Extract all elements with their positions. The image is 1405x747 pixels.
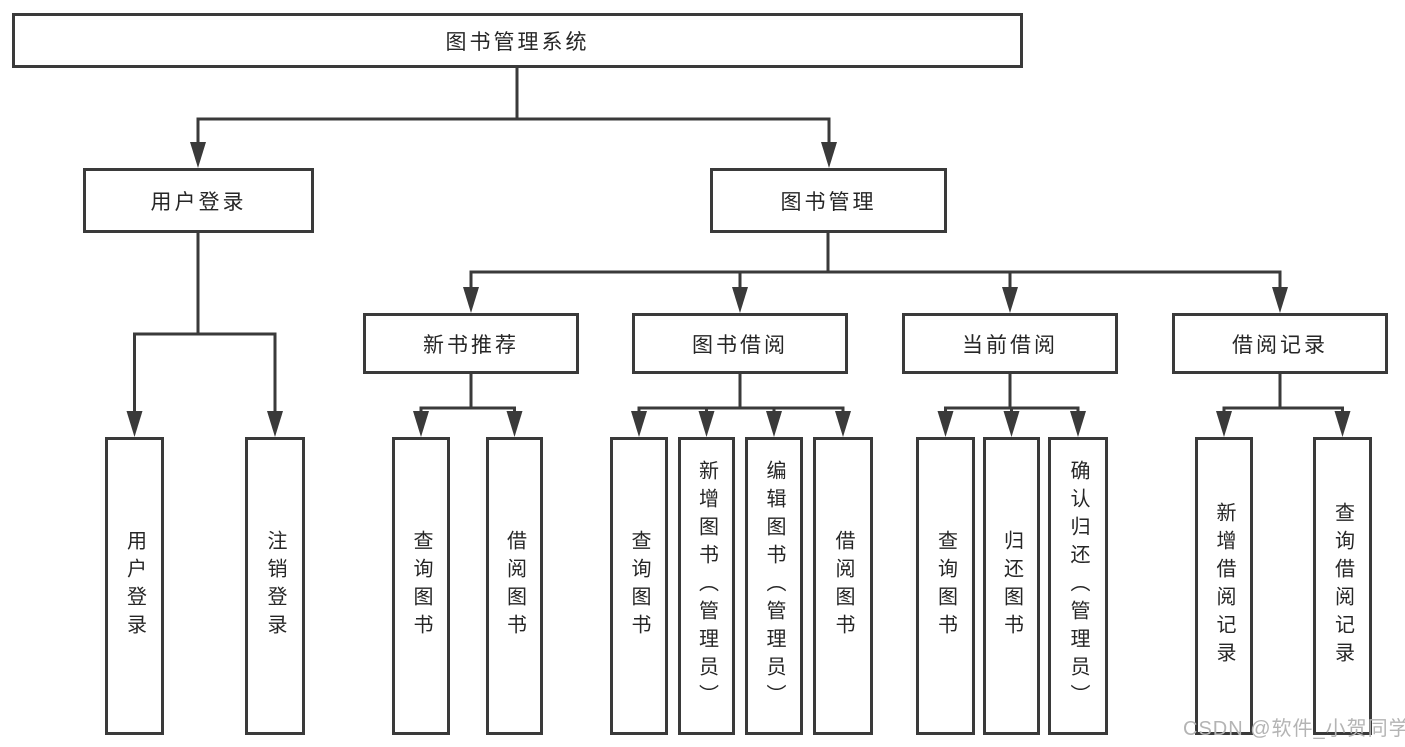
- node-label: 图书管理: [780, 190, 877, 214]
- node-user-login: 用户登录: [83, 168, 314, 233]
- connector-borrow-records-distributor: [1222, 406, 1344, 420]
- node-label: 确认归还（管理员）: [1067, 460, 1089, 712]
- arrowhead-icon: [126, 411, 143, 437]
- node-label: 新增图书（管理员）: [695, 460, 718, 712]
- node-label: 用户登录: [150, 190, 247, 214]
- leaf-borrow-add-book: 新增图书（管理员）: [678, 437, 735, 735]
- leaf-current-confirm-return: 确认归还（管理员）: [1048, 437, 1108, 735]
- arrowhead-icon: [1003, 411, 1020, 437]
- node-label: 查询图书: [934, 530, 957, 642]
- node-label: 当前借阅: [962, 333, 1058, 357]
- node-label: 归还图书: [1000, 530, 1023, 642]
- arrowhead-icon: [506, 411, 523, 437]
- node-label: 图书管理系统: [445, 30, 590, 54]
- leaf-user-login: 用户登录: [105, 437, 164, 735]
- node-system-root: 图书管理系统: [12, 13, 1023, 68]
- arrowhead-icon: [732, 287, 748, 313]
- leaf-records-query: 查询借阅记录: [1313, 437, 1372, 735]
- node-label: 用户登录: [123, 530, 146, 642]
- arrowhead-group: [126, 142, 1351, 437]
- connector-book-borrow-distributor: [637, 406, 845, 420]
- leaf-records-add: 新增借阅记录: [1195, 437, 1253, 735]
- node-label: 注销登录: [264, 530, 286, 642]
- arrowhead-icon: [1272, 287, 1288, 313]
- csdn-watermark: CSDN @软件_小贺同学: [1183, 718, 1405, 740]
- leaf-current-query: 查询图书: [916, 437, 975, 735]
- node-label: 新增借阅记录: [1213, 502, 1235, 670]
- arrowhead-icon: [1334, 411, 1351, 437]
- node-label: 查询图书: [628, 530, 650, 642]
- leaf-logout: 注销登录: [245, 437, 305, 735]
- arrowhead-icon: [937, 411, 954, 437]
- arrowhead-icon: [766, 411, 782, 437]
- leaf-borrow-query: 查询图书: [610, 437, 668, 735]
- node-label: 借阅图书: [832, 530, 854, 642]
- node-label: 编辑图书（管理员）: [763, 460, 785, 712]
- leaf-borrow-edit-book: 编辑图书（管理员）: [745, 437, 803, 735]
- connector-user-login-distributor: [133, 332, 277, 420]
- arrowhead-icon: [267, 411, 283, 437]
- node-label: 查询借阅记录: [1331, 502, 1354, 670]
- arrowhead-icon: [698, 411, 715, 437]
- arrowhead-icon: [1070, 411, 1086, 437]
- node-current-borrow: 当前借阅: [902, 313, 1118, 374]
- leaf-current-return: 归还图书: [983, 437, 1040, 735]
- node-label: 借阅记录: [1232, 333, 1328, 357]
- arrowhead-icon: [413, 411, 429, 437]
- node-label: 新书推荐: [423, 333, 519, 357]
- node-label: 借阅图书: [503, 530, 526, 642]
- arrowhead-icon: [1216, 411, 1232, 437]
- arrowhead-icon: [463, 287, 479, 313]
- node-borrow-records: 借阅记录: [1172, 313, 1388, 374]
- connector-new-book-distributor: [419, 406, 516, 420]
- arrowhead-icon: [190, 142, 206, 168]
- node-new-book: 新书推荐: [363, 313, 579, 374]
- node-book-mgmt: 图书管理: [710, 168, 947, 233]
- connector-book-mgmt-distributor: [469, 270, 1282, 300]
- leaf-newbook-query: 查询图书: [392, 437, 450, 735]
- arrowhead-icon: [821, 142, 837, 168]
- node-label: 查询图书: [410, 530, 432, 642]
- arrowhead-icon: [631, 411, 647, 437]
- node-label: 图书借阅: [692, 333, 788, 357]
- leaf-newbook-borrow: 借阅图书: [486, 437, 543, 735]
- arrowhead-icon: [835, 411, 851, 437]
- leaf-borrow-borrow-book: 借阅图书: [813, 437, 873, 735]
- connector-level1-distributor: [196, 117, 831, 152]
- arrowhead-icon: [1002, 287, 1018, 313]
- node-book-borrow: 图书借阅: [632, 313, 848, 374]
